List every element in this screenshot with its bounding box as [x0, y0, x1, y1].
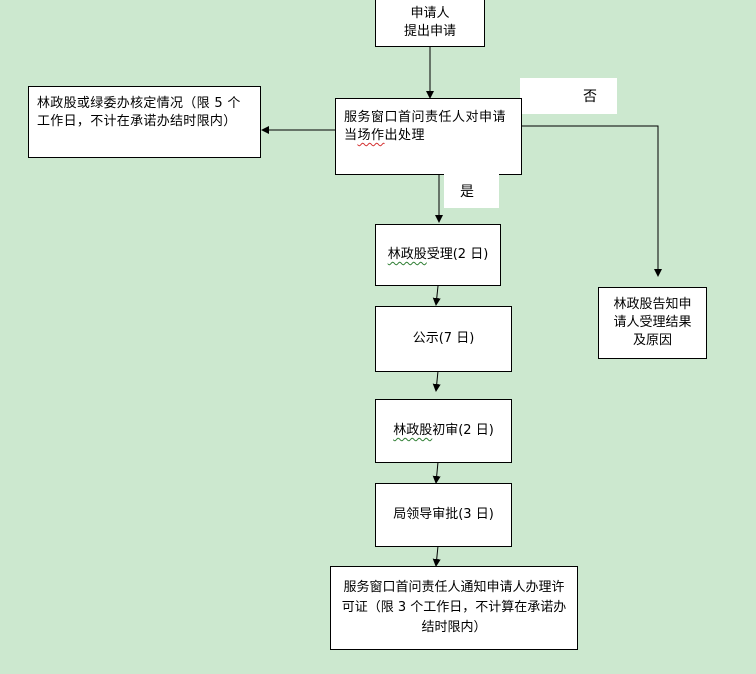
node-reject-line1: 林政股告知申: [613, 297, 692, 312]
label-yes-text: 是: [460, 184, 474, 200]
node-reject: 林政股告知申 请人受理结果 及原因: [598, 287, 707, 359]
node-side-check-text: 林政股或绿委办核定情况（限 5 个工作日，不计在承诺办结时限内）: [37, 96, 241, 129]
node-accept: 林政股受理(2 日): [375, 224, 501, 286]
node-apply: 申请人 提出申请: [375, 0, 485, 47]
node-window-handle-text-a: 服务窗口首问责任人对申请当: [344, 110, 507, 143]
node-accept-prefix: 林政股: [387, 247, 427, 262]
node-side-check: 林政股或绿委办核定情况（限 5 个工作日，不计在承诺办结时限内）: [28, 86, 261, 158]
node-window-handle: 服务窗口首问责任人对申请当场作出处理: [335, 98, 522, 175]
node-window-handle-text-c: 出处理: [384, 128, 426, 143]
arrow-prelim-to-approval: [432, 461, 441, 484]
label-no: 否: [520, 78, 617, 114]
node-prelim-suffix: 初审(2 日): [432, 423, 494, 438]
node-notify-text: 服务窗口首问责任人通知申请人办理许可证（限 3 个工作日，不计算在承诺办结时限内…: [341, 580, 567, 635]
node-reject-line2: 请人受理结果: [613, 315, 692, 330]
node-publicity: 公示(7 日): [375, 306, 512, 372]
arrow-approval-to-notify: [432, 545, 441, 567]
node-window-handle-text-b: 场作: [357, 128, 385, 143]
arrow-publicity-to-prelim: [432, 370, 441, 392]
arrow-window-to-reject: [521, 125, 662, 277]
node-approval: 局领导审批(3 日): [375, 483, 512, 547]
node-reject-line3: 及原因: [632, 333, 672, 348]
node-publicity-text: 公示(7 日): [412, 331, 475, 346]
label-yes: 是: [444, 174, 499, 208]
node-approval-text: 局领导审批(3 日): [393, 507, 494, 522]
node-notify: 服务窗口首问责任人通知申请人办理许可证（限 3 个工作日，不计算在承诺办结时限内…: [330, 566, 578, 650]
node-prelim: 林政股初审(2 日): [375, 399, 512, 463]
node-accept-suffix: 受理(2 日): [426, 247, 489, 262]
node-prelim-prefix: 林政股: [393, 423, 433, 438]
node-apply-line2: 提出申请: [403, 24, 456, 39]
node-apply-line1: 申请人: [410, 6, 450, 21]
arrow-accept-to-publicity: [432, 285, 441, 306]
label-no-text: 否: [583, 89, 597, 105]
